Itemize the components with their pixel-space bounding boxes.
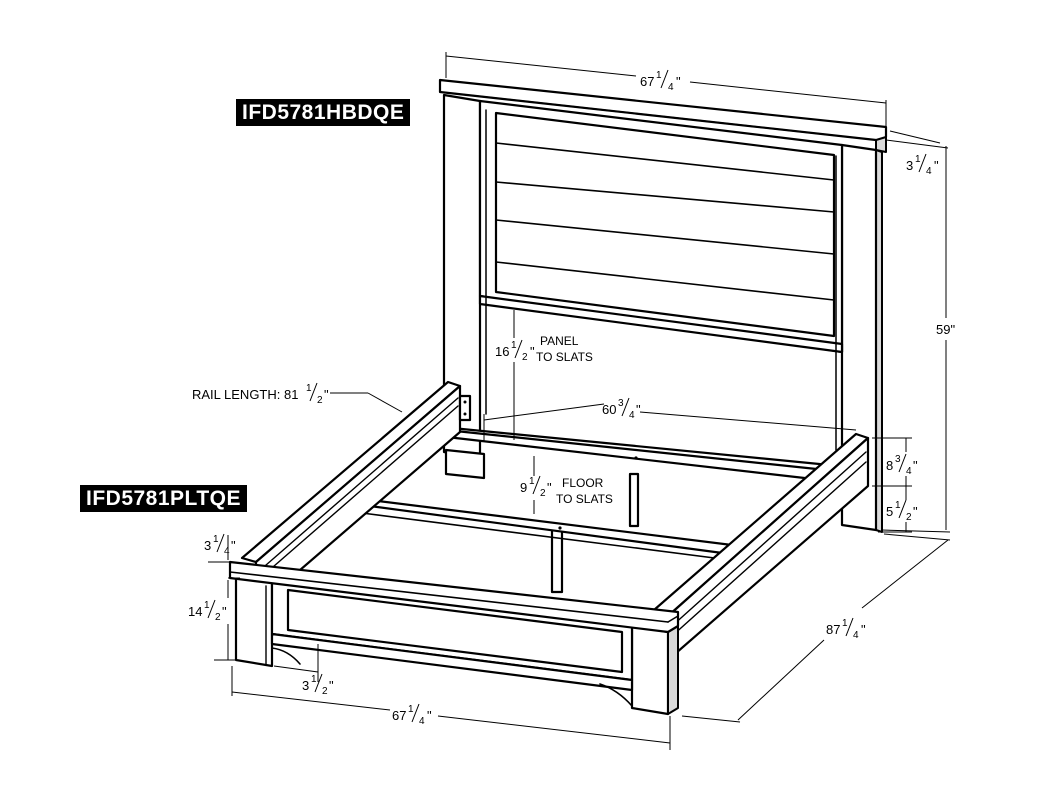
svg-text:3: 3 bbox=[906, 158, 913, 173]
svg-text:TO SLATS: TO SLATS bbox=[536, 350, 593, 364]
svg-text:3: 3 bbox=[302, 678, 309, 693]
svg-text:": " bbox=[530, 344, 535, 359]
svg-text:": " bbox=[329, 678, 334, 693]
svg-text:4: 4 bbox=[668, 82, 674, 93]
dimension-labels: 67 1 4 " 3 1 4 " 59" 16 1 2 bbox=[188, 69, 955, 727]
svg-text:2: 2 bbox=[317, 395, 323, 406]
svg-text:1: 1 bbox=[213, 534, 219, 545]
svg-text:FLOOR: FLOOR bbox=[562, 476, 604, 490]
svg-text:2: 2 bbox=[522, 352, 528, 363]
svg-text:": " bbox=[913, 458, 918, 473]
svg-text:4: 4 bbox=[906, 466, 912, 477]
svg-text:1: 1 bbox=[915, 154, 921, 165]
headboard bbox=[438, 78, 888, 533]
platform-model-label: IFD5781PLTQE bbox=[80, 485, 247, 512]
svg-text:1: 1 bbox=[306, 383, 312, 394]
footboard-right-leg bbox=[630, 624, 670, 716]
center-leg-front bbox=[550, 528, 564, 594]
dim-overall-length: 87 1 4 " bbox=[826, 617, 866, 641]
left-rail-bracket bbox=[458, 394, 472, 422]
svg-text:": " bbox=[934, 158, 939, 173]
center-leg-back bbox=[628, 472, 640, 528]
svg-text:1: 1 bbox=[511, 340, 517, 351]
svg-text:67: 67 bbox=[640, 74, 654, 89]
svg-text:1: 1 bbox=[895, 500, 901, 511]
svg-text:4: 4 bbox=[629, 410, 635, 421]
svg-text:1: 1 bbox=[204, 600, 210, 611]
svg-text:16: 16 bbox=[495, 344, 509, 359]
dim-footboard-cap-depth: 3 1 4 " bbox=[204, 533, 236, 557]
headboard-panel bbox=[494, 111, 836, 338]
svg-text:1: 1 bbox=[408, 704, 414, 715]
dim-inner-width: 60 3 4 " bbox=[602, 397, 641, 421]
svg-text:1: 1 bbox=[842, 618, 848, 629]
svg-text:3: 3 bbox=[204, 538, 211, 553]
svg-text:4: 4 bbox=[224, 546, 230, 557]
svg-text:3: 3 bbox=[618, 398, 624, 409]
svg-text:RAIL LENGTH: 81: RAIL LENGTH: 81 bbox=[192, 387, 298, 402]
slat-middle bbox=[436, 428, 828, 482]
dim-headboard-cap-depth: 3 1 4 " bbox=[906, 153, 939, 177]
dim-rail-height: 8 3 4 " bbox=[886, 453, 918, 477]
footboard bbox=[228, 560, 680, 716]
svg-text:": " bbox=[547, 480, 552, 495]
svg-text:2: 2 bbox=[215, 612, 221, 623]
svg-text:": " bbox=[427, 708, 432, 723]
headboard-model-label: IFD5781HBDQE bbox=[236, 99, 411, 126]
svg-text:8: 8 bbox=[886, 458, 893, 473]
dim-panel-to-slats: 16 1 2 " PANEL TO SLATS bbox=[495, 334, 593, 364]
dim-rail-clearance: 5 1 2 " bbox=[886, 499, 918, 523]
dim-headboard-width: 67 1 4 " bbox=[640, 69, 681, 93]
svg-text:": " bbox=[324, 387, 329, 402]
svg-text:": " bbox=[231, 538, 236, 553]
right-side-rail bbox=[652, 432, 870, 662]
svg-text:": " bbox=[222, 604, 227, 619]
svg-text:": " bbox=[676, 74, 681, 89]
svg-text:87: 87 bbox=[826, 622, 840, 637]
svg-text:PANEL: PANEL bbox=[540, 334, 579, 348]
svg-text:2: 2 bbox=[322, 686, 328, 697]
footboard-kick bbox=[270, 632, 634, 692]
dim-floor-to-slats: 9 1 2 " FLOOR TO SLATS bbox=[520, 475, 613, 506]
svg-text:4: 4 bbox=[853, 630, 859, 641]
svg-text:9: 9 bbox=[520, 480, 527, 495]
svg-text:2: 2 bbox=[540, 488, 546, 499]
svg-text:60: 60 bbox=[602, 402, 616, 417]
dim-headboard-height: 59" bbox=[936, 322, 955, 337]
svg-text:67: 67 bbox=[392, 708, 406, 723]
svg-text:1: 1 bbox=[311, 674, 317, 685]
dim-footboard-width: 67 1 4 " bbox=[392, 703, 432, 727]
dimension-lines bbox=[208, 52, 951, 750]
svg-text:": " bbox=[636, 402, 641, 417]
footboard-right-leg-side bbox=[667, 625, 679, 715]
svg-text:4: 4 bbox=[926, 166, 932, 177]
dim-footboard-height: 14 1 2 " bbox=[188, 599, 227, 623]
svg-text:": " bbox=[913, 504, 918, 519]
svg-text:2: 2 bbox=[906, 512, 912, 523]
dim-leg-width: 3 1 2 " bbox=[302, 673, 334, 697]
svg-text:TO SLATS: TO SLATS bbox=[556, 492, 613, 506]
svg-text:3: 3 bbox=[895, 454, 901, 465]
headboard-leg-block bbox=[444, 448, 486, 480]
dim-rail-length: RAIL LENGTH: 81 1 2 " bbox=[192, 382, 329, 406]
svg-text:14: 14 bbox=[188, 604, 202, 619]
headboard-lower-rail bbox=[478, 294, 844, 354]
headboard-right-post bbox=[840, 143, 878, 532]
svg-text:1: 1 bbox=[529, 476, 535, 487]
svg-text:": " bbox=[861, 622, 866, 637]
footboard-inner-panel bbox=[286, 588, 624, 674]
svg-text:1: 1 bbox=[656, 70, 662, 81]
left-side-rail bbox=[240, 380, 472, 610]
left-rail-top bbox=[240, 380, 462, 564]
svg-text:5: 5 bbox=[886, 504, 893, 519]
svg-text:4: 4 bbox=[419, 716, 425, 727]
